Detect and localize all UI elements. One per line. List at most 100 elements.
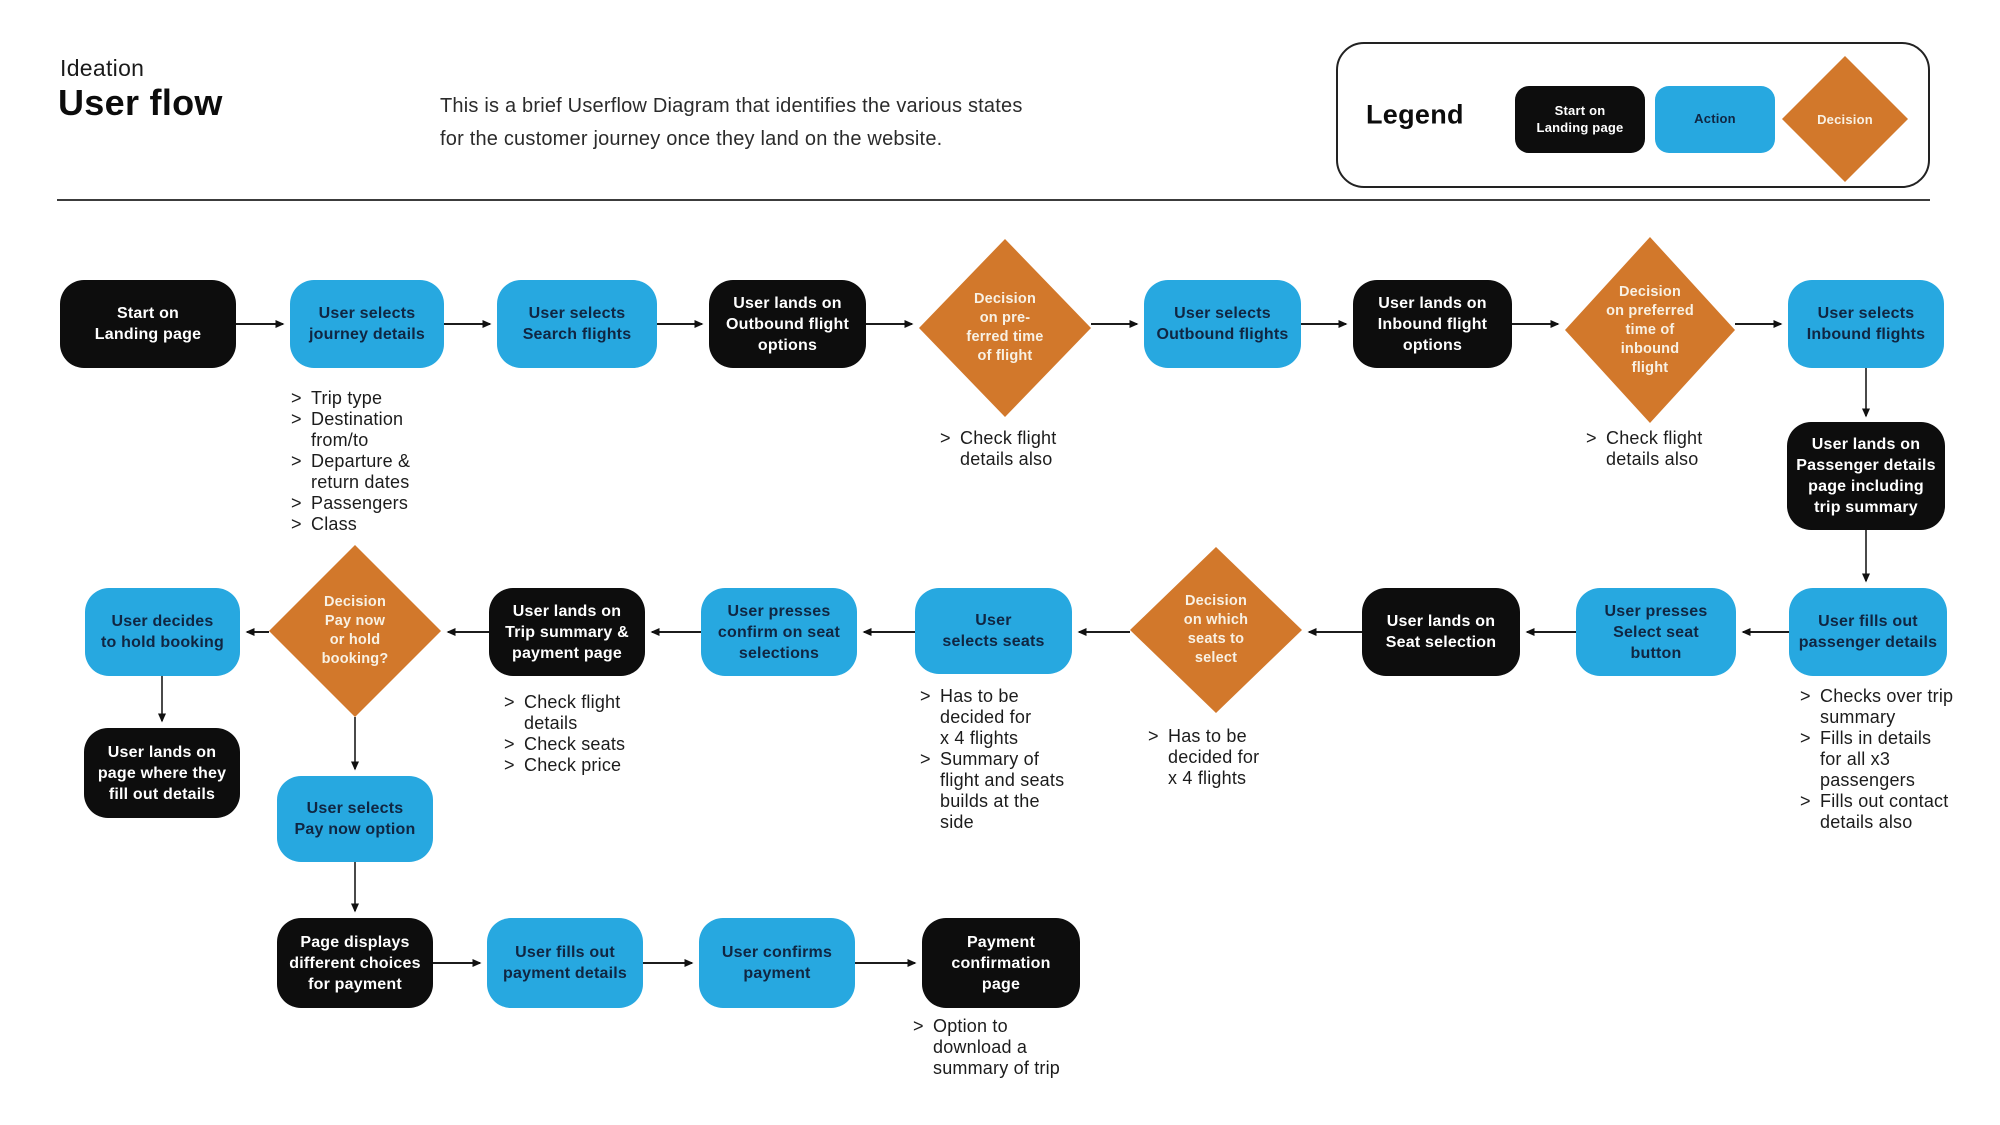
note-item: > Check flight details also [940, 428, 1056, 470]
node-label: Start on Landing page [94, 305, 202, 343]
note-text: Passengers [311, 493, 409, 513]
note-item: >Summary of flight and seats builds at t… [920, 749, 1064, 833]
bullet-marker: > [913, 1016, 924, 1036]
bullet-marker: > [940, 428, 951, 448]
note-item: > Has to be decided for x 4 flights [1148, 726, 1259, 789]
node-confirm-payment: User confirms payment [699, 918, 855, 1008]
note-text: Class [311, 514, 358, 534]
node-label: User selects journey details [309, 305, 425, 343]
bullet-marker: > [291, 388, 302, 408]
node-label: User lands on Trip summary & payment pag… [505, 602, 629, 662]
note-item: >Check flight details [504, 692, 625, 734]
node-fill-passenger-details: User fills out passenger details [1789, 588, 1947, 676]
legend-action-node: Action [1655, 86, 1775, 153]
description-text: This is a brief Userflow Diagram that id… [440, 95, 1023, 150]
note-which-seats-decision: > Has to be decided for x 4 flights [1148, 726, 1259, 789]
note-text: Check flight details also [960, 428, 1057, 469]
note-text: Fills in details for all x3 passengers [1820, 728, 1932, 790]
node-label: User lands on Passenger details page inc… [1796, 436, 1936, 516]
legend-decision-label: Decision [1817, 111, 1873, 127]
node-label: User presses Select seat button [1604, 602, 1708, 662]
legend-decision-node: Decision [1782, 56, 1908, 182]
note-text: Has to be decided for x 4 flights [940, 686, 1032, 748]
node-label: User fills out payment details [503, 944, 627, 982]
bullet-marker: > [291, 451, 302, 471]
node-label: Decision Pay now or hold booking? [321, 594, 389, 667]
legend-title: Legend [1366, 99, 1464, 130]
node-label: User decides to hold booking [101, 613, 224, 651]
note-item: > Fills in details for all x3 passengers [1800, 728, 1953, 791]
bullet-marker: > [1148, 726, 1159, 746]
bullet-marker: > [504, 734, 515, 754]
note-trip-summary: >Check flight details >Check seats > Chec… [504, 692, 625, 776]
legend-action-label: Action [1694, 111, 1736, 127]
note-passenger-details: >Checks over trip summary > Fills in deta… [1800, 686, 1953, 833]
node-select-inbound-flights: User selects Inbound flights [1788, 280, 1944, 368]
note-inbound-decision: >Check flight details also [1586, 428, 1702, 470]
note-text: Has to be decided for x 4 flights [1168, 726, 1260, 788]
node-outbound-flight-options: User lands on Outbound flight options [709, 280, 866, 368]
note-text: Summary of flight and seats builds at th… [940, 749, 1065, 832]
bullet-marker: > [1800, 728, 1811, 748]
node-label: User confirms payment [721, 944, 833, 982]
note-payment-confirmation: >Option to download a summary of trip [913, 1016, 1060, 1079]
node-fill-payment-details: User fills out payment details [487, 918, 643, 1008]
note-item: >Check flight details also [1586, 428, 1702, 470]
node-hold-booking: User decides to hold booking [85, 588, 240, 676]
note-item: > Class [291, 514, 410, 535]
node-label: Decision on which seats to select [1183, 593, 1249, 666]
header-divider [57, 199, 1930, 201]
node-trip-summary-payment-page: User lands on Trip summary & payment pag… [489, 588, 645, 676]
note-text: Destination from/to [311, 409, 404, 450]
node-label: Payment confirmation page [951, 933, 1051, 993]
bullet-marker: > [291, 514, 302, 534]
kicker-text: Ideation [60, 55, 145, 81]
node-decision-inbound-time: Decision on preferred time of inbound fl… [1565, 237, 1735, 423]
page-title: User flow [58, 82, 223, 123]
bullet-marker: > [1800, 686, 1811, 706]
node-label: User selects Outbound flights [1156, 305, 1289, 343]
node-label: User selects Pay now option [294, 800, 416, 838]
note-text: Trip type [311, 388, 383, 408]
note-text: Check price [524, 755, 622, 775]
node-select-outbound-flights: User selects Outbound flights [1144, 280, 1301, 368]
node-select-journey-details: User selects journey details [290, 280, 444, 368]
node-payment-confirmation-page: Payment confirmation page [922, 918, 1080, 1008]
node-select-pay-now: User selects Pay now option [277, 776, 433, 862]
note-journey-details: >Trip type >Destination from/to >Departu… [291, 388, 410, 535]
node-passenger-details-page: User lands on Passenger details page inc… [1787, 422, 1945, 530]
legend-start-node: Start on Landing page [1515, 86, 1645, 153]
legend-panel: Legend Start on Landing page Action Deci… [1336, 42, 1930, 188]
node-decision-which-seats: Decision on which seats to select [1130, 547, 1302, 713]
node-decision-pay-or-hold: Decision Pay now or hold booking? [269, 545, 441, 717]
node-label: User selects Inbound flights [1806, 305, 1926, 343]
node-decision-outbound-time: Decision on pre- ferred time of flight [919, 239, 1091, 417]
node-inbound-flight-options: User lands on Inbound flight options [1353, 280, 1512, 368]
bullet-marker: > [291, 493, 302, 513]
note-text: Fills out contact details also [1820, 791, 1949, 832]
node-label: Decision on pre- ferred time of flight [966, 291, 1044, 364]
node-label: User lands on Outbound flight options [726, 294, 849, 354]
bullet-marker: > [504, 692, 515, 712]
node-label: Decision on preferred time of inbound fl… [1606, 283, 1694, 376]
node-confirm-seat-selections: User presses confirm on seat selections [701, 588, 857, 676]
note-item: >Checks over trip summary [1800, 686, 1953, 728]
note-text: Check flight details also [1606, 428, 1703, 469]
bullet-marker: > [920, 686, 931, 706]
node-start-landing-page: Start on Landing page [60, 280, 236, 368]
bullet-marker: > [504, 755, 515, 775]
note-item: > Trip type [291, 388, 410, 409]
node-payment-choices-page: Page displays different choices for paym… [277, 918, 433, 1008]
node-press-select-seat: User presses Select seat button [1576, 588, 1736, 676]
legend-start-label: Start on Landing page [1536, 103, 1624, 135]
node-fill-details-page: User lands on page where they fill out d… [84, 728, 240, 818]
node-select-seats: User selects seats [915, 588, 1072, 674]
note-text: Departure & return dates [311, 451, 411, 492]
note-item: >Destination from/to [291, 409, 410, 451]
note-select-seats: > Has to be decided for x 4 flights >Summ… [920, 686, 1064, 833]
note-item: >Check seats [504, 734, 625, 755]
node-select-search-flights: User selects Search flights [497, 280, 657, 368]
node-label: Page displays different choices for paym… [289, 933, 421, 993]
note-item: >Option to download a summary of trip [913, 1016, 1060, 1079]
